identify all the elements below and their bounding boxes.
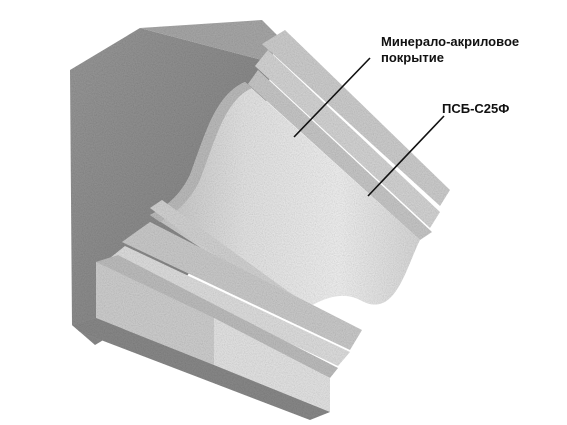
lower-step-2 <box>122 222 362 350</box>
label-coating: Минерало-акриловое покрытие <box>381 34 520 65</box>
foam-cornice <box>72 30 450 420</box>
label-psb: ПСБ-С25Ф <box>442 101 510 116</box>
lower-step-3 <box>110 246 350 366</box>
top-step-upper <box>262 30 450 206</box>
top-step-middle <box>255 50 440 228</box>
leader-line-coating <box>293 57 371 138</box>
top-step-lower <box>248 70 432 240</box>
leader-line-psb <box>367 115 445 197</box>
wall-top-face <box>140 20 280 60</box>
bottom-band-left <box>96 262 214 365</box>
bottom-edge <box>72 318 330 420</box>
bottom-band-right <box>214 318 330 412</box>
ogee-profile-edge <box>150 82 252 222</box>
lower-step-4 <box>96 255 338 378</box>
